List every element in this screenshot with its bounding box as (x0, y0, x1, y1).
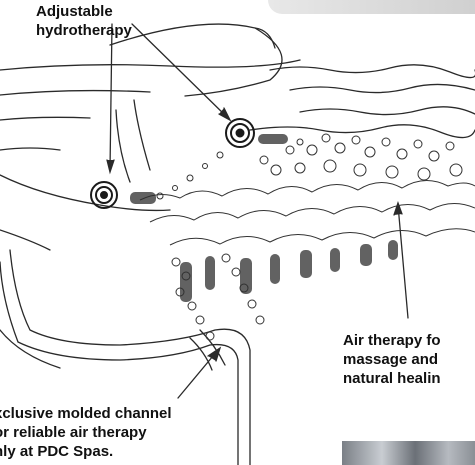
air-therapy-label-line-2: massage and (343, 350, 441, 369)
hydrotherapy-label: Adjustable hydrotherapy (36, 2, 132, 40)
hydrotherapy-label-line-2: hydrotherapy (36, 21, 132, 40)
molded-channel-label-line-2: or reliable air therapy (0, 423, 172, 442)
bubble-icon (140, 134, 475, 340)
air-therapy-label-line-3: natural healin (343, 369, 441, 388)
jet-icon (91, 119, 254, 208)
spa-photo-thumbnail (342, 441, 475, 465)
molded-channel-label: xclusive molded channel or reliable air … (0, 404, 172, 461)
air-therapy-label: Air therapy fo massage and natural heali… (343, 331, 441, 388)
hydrotherapy-label-line-1: Adjustable (36, 2, 132, 21)
molded-channel-label-line-1: xclusive molded channel (0, 404, 172, 423)
molded-channel-label-line-3: nly at PDC Spas. (0, 442, 172, 461)
air-therapy-label-line-1: Air therapy fo (343, 331, 441, 350)
bubble-columns (130, 134, 398, 302)
